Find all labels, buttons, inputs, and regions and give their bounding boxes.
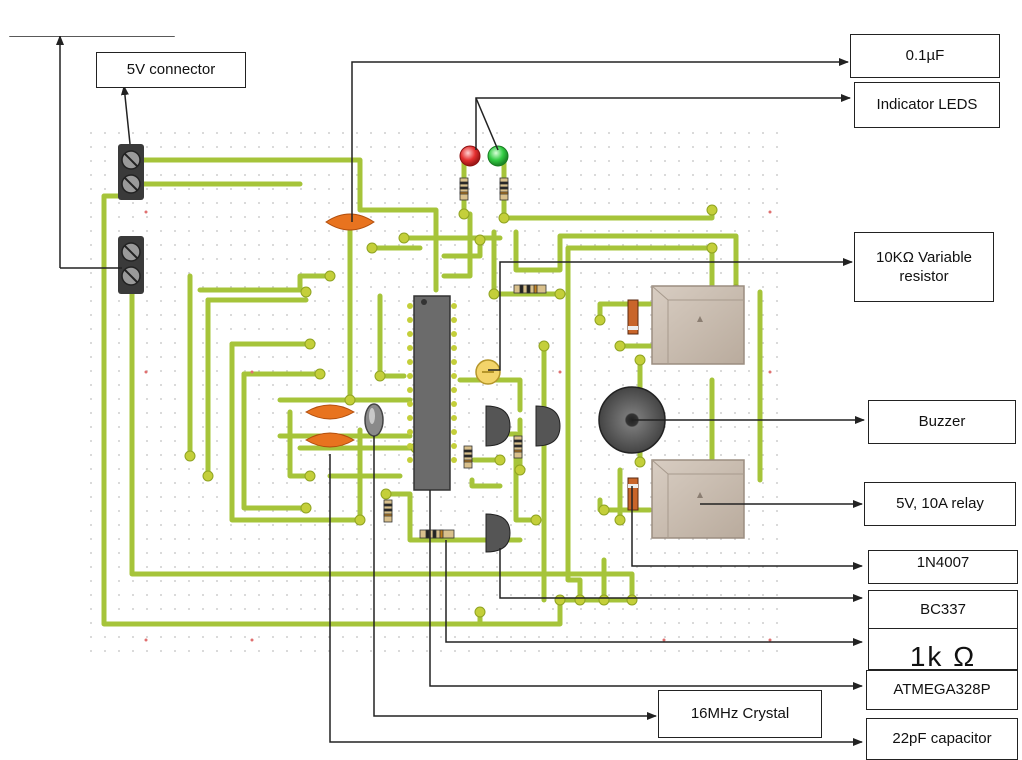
label-1n4007-diode: 1N4007 <box>868 550 1018 584</box>
crystal-component <box>364 403 384 437</box>
transistors <box>485 405 561 553</box>
label-atmega328p: ATMEGA328P <box>866 670 1018 710</box>
label-16mhz-crystal: 16MHz Crystal <box>658 690 822 738</box>
mcu-chip <box>407 295 457 491</box>
pcb-traces <box>101 157 763 627</box>
relay-bottom <box>651 459 745 539</box>
label-bc337-transistor: BC337 <box>868 590 1018 630</box>
led-red <box>459 145 481 167</box>
label-variable-resistor: 10KΩ Variable resistor <box>854 232 994 302</box>
variable-resistor <box>475 359 501 385</box>
ceramic-capacitors <box>305 213 375 448</box>
label-0-1uf-capacitor: 0.1µF <box>850 34 1000 78</box>
label-relay: 5V, 10A relay <box>864 482 1016 526</box>
screw-terminal-top <box>118 144 144 200</box>
label-5v-connector: 5V connector <box>96 52 246 88</box>
screw-terminal-bottom <box>118 236 144 294</box>
diodes <box>627 299 639 511</box>
label-1k-resistor: 1k Ω <box>868 628 1018 670</box>
relay-top <box>651 285 745 365</box>
label-buzzer: Buzzer <box>868 400 1016 444</box>
label-box-top-left <box>8 0 176 36</box>
label-22pf-capacitor: 22pF capacitor <box>866 718 1018 760</box>
label-indicator-leds: Indicator LEDS <box>854 82 1000 128</box>
led-green <box>487 145 509 167</box>
resistors <box>383 177 547 539</box>
board-markers <box>144 210 772 642</box>
